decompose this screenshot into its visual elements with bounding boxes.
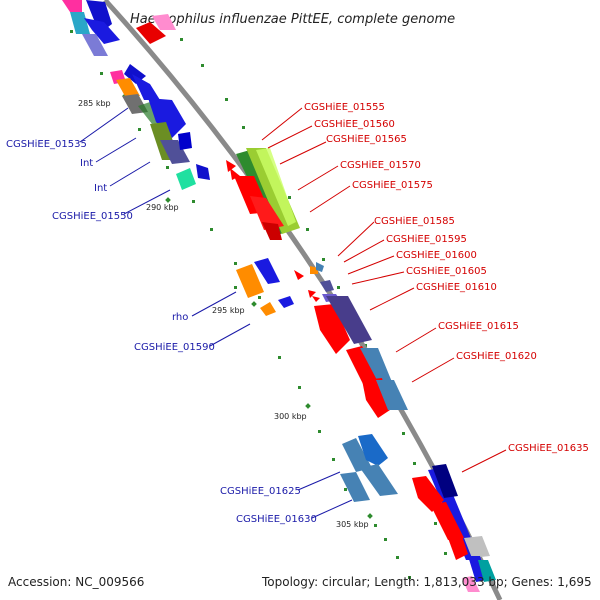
gene-label-cgshiee-01625[interactable]: CGSHiEE_01625 (220, 486, 301, 497)
gene-label-cgshiee-01630[interactable]: CGSHiEE_01630 (236, 514, 317, 525)
gene-features (62, 0, 496, 592)
scale-label-300: 300 kbp (274, 412, 307, 421)
gene-label-cgshiee-01620[interactable]: CGSHiEE_01620 (456, 351, 537, 362)
gene-label-cgshiee-01590[interactable]: CGSHiEE_01590 (134, 342, 215, 353)
gene-label-cgshiee-01605[interactable]: CGSHiEE_01605 (406, 266, 487, 277)
gene-label-cgshiee-01635[interactable]: CGSHiEE_01635 (508, 443, 589, 454)
gene-label-cgshiee-01570[interactable]: CGSHiEE_01570 (340, 160, 421, 171)
inner-dot-track (70, 30, 411, 579)
gene-label-cgshiee-01560[interactable]: CGSHiEE_01560 (314, 119, 395, 130)
gene-label-rho[interactable]: rho (172, 312, 188, 323)
scale-label-285: 285 kbp (78, 99, 111, 108)
right-leader-lines (261, 107, 507, 473)
left-leader-lines (79, 107, 353, 519)
gene-label-int-1[interactable]: Int (80, 158, 93, 169)
scale-label-305: 305 kbp (336, 520, 369, 529)
gene-label-cgshiee-01550[interactable]: CGSHiEE_01550 (52, 211, 133, 222)
scale-label-295: 295 kbp (212, 306, 245, 315)
gene-label-cgshiee-01610[interactable]: CGSHiEE_01610 (416, 282, 497, 293)
topology-summary: Topology: circular; Length: 1,813,033 bp… (261, 575, 592, 589)
gene-label-cgshiee-01600[interactable]: CGSHiEE_01600 (396, 250, 477, 261)
gene-label-cgshiee-01585[interactable]: CGSHiEE_01585 (374, 216, 455, 227)
gene-label-cgshiee-01555[interactable]: CGSHiEE_01555 (304, 102, 385, 113)
gene-label-cgshiee-01575[interactable]: CGSHiEE_01575 (352, 180, 433, 191)
gene-label-cgshiee-01565[interactable]: CGSHiEE_01565 (326, 134, 407, 145)
map-title: Haemophilus influenzae PittEE, complete … (130, 12, 455, 27)
scale-label-290: 290 kbp (146, 203, 179, 212)
gene-label-cgshiee-01595[interactable]: CGSHiEE_01595 (386, 234, 467, 245)
gene-label-int-2[interactable]: Int (94, 183, 107, 194)
gene-label-cgshiee-01535[interactable]: CGSHiEE_01535 (6, 139, 87, 150)
gene-label-cgshiee-01615[interactable]: CGSHiEE_01615 (438, 321, 519, 332)
accession-text: Accession: NC_009566 (8, 575, 144, 589)
